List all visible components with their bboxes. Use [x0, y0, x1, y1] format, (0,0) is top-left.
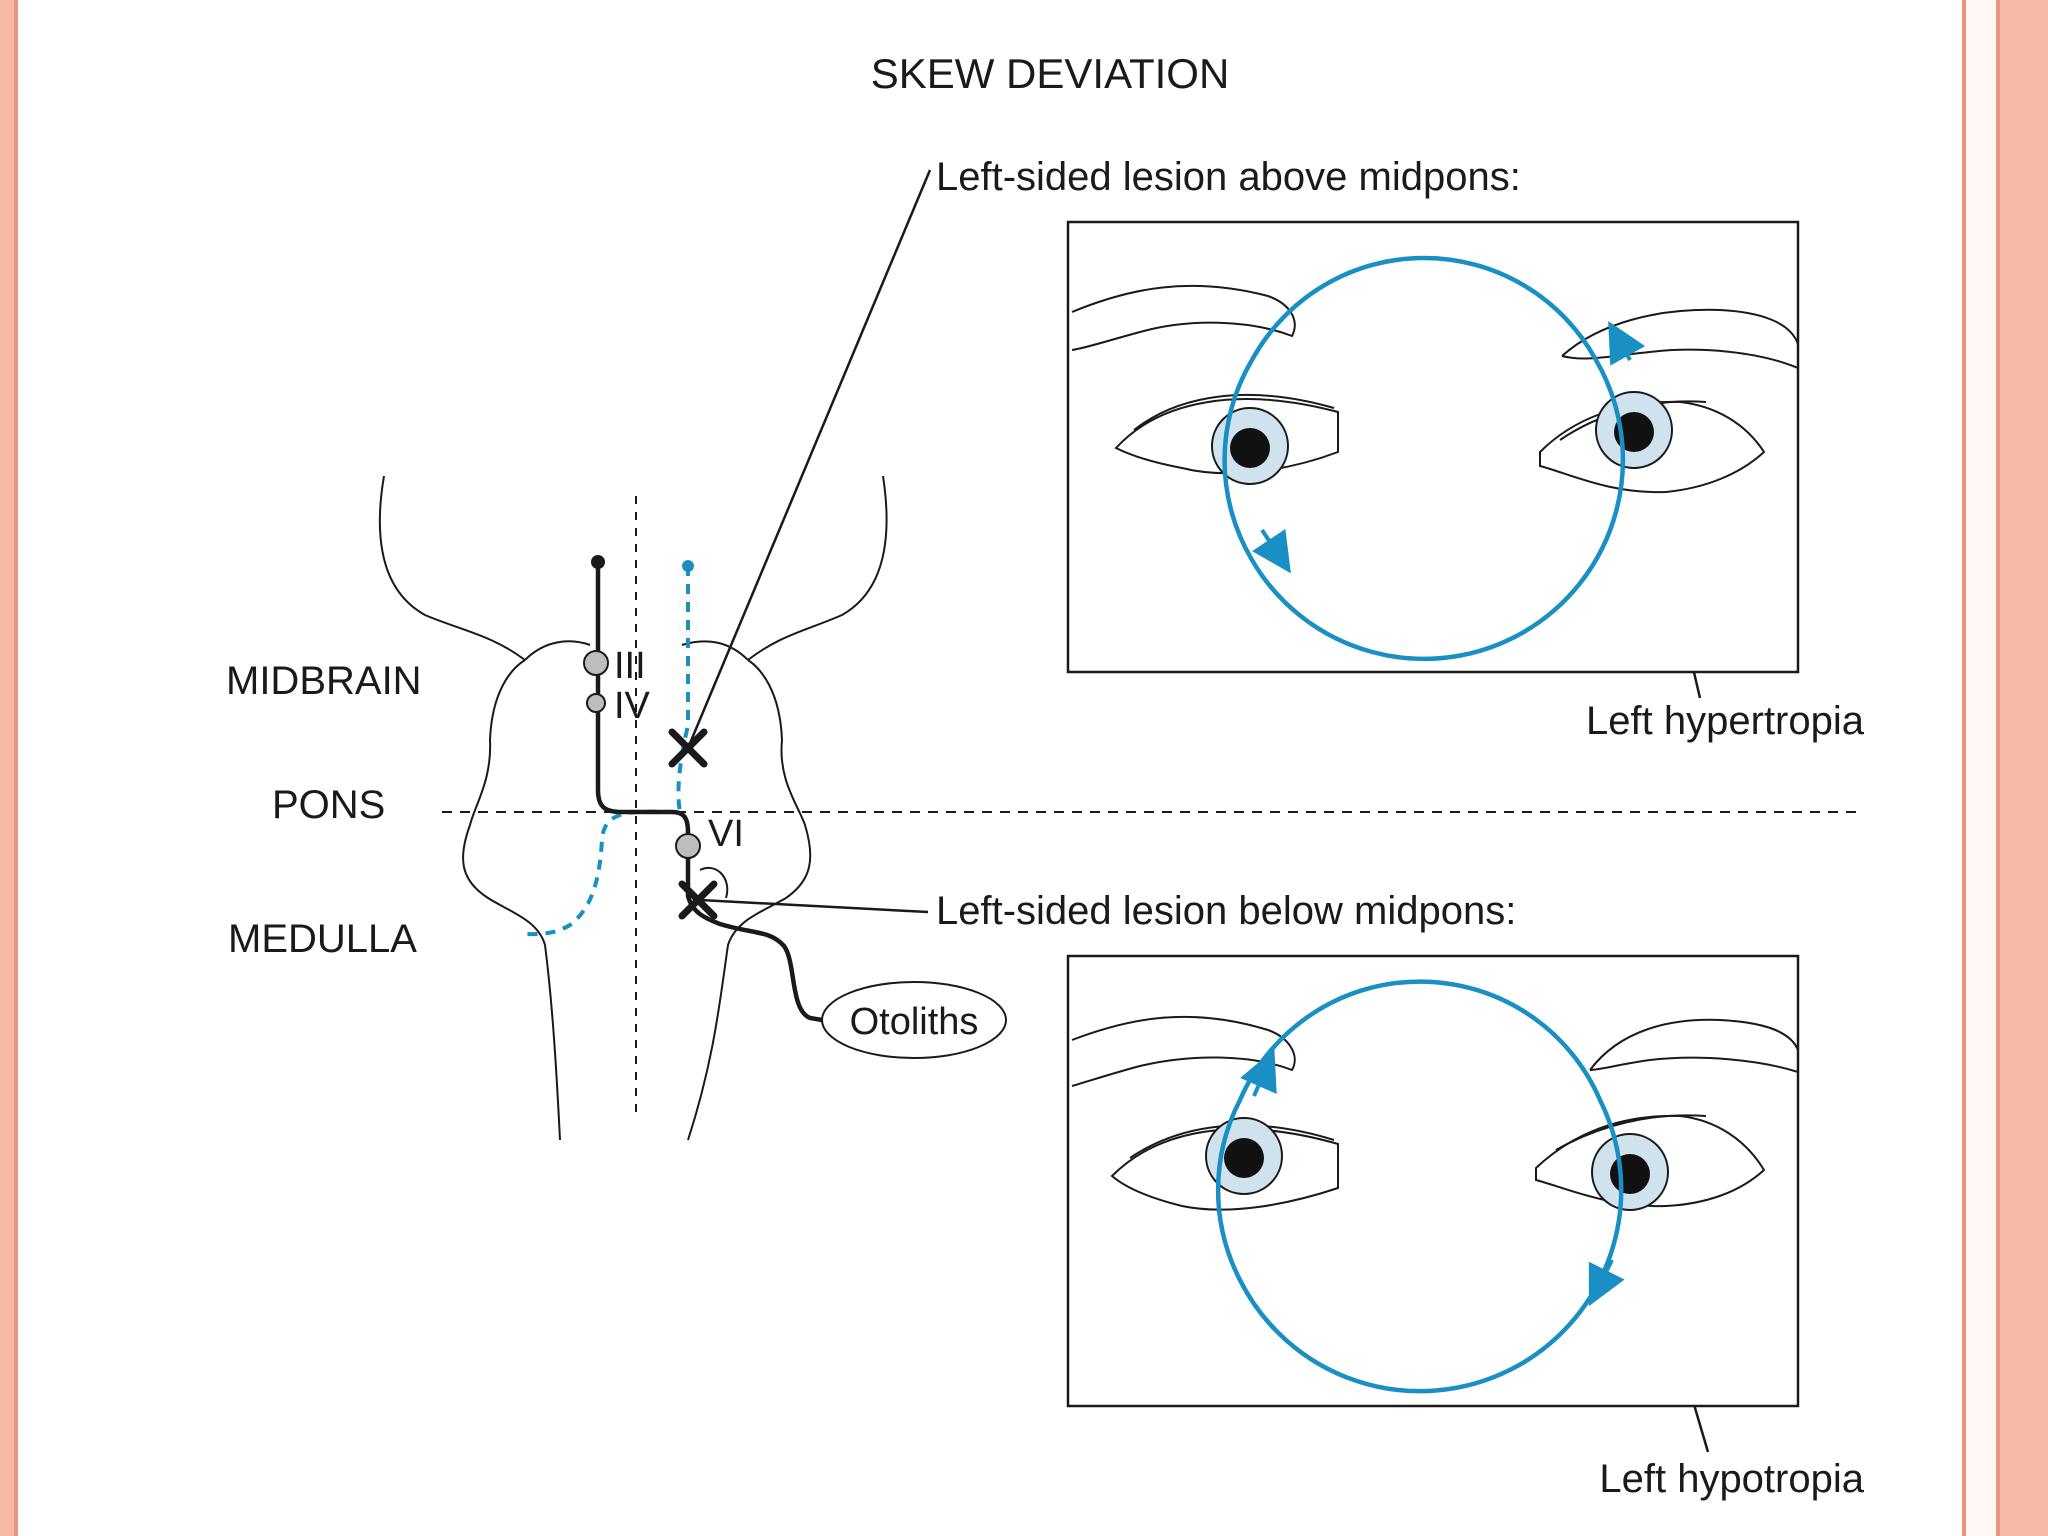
otoliths-label: Otoliths	[850, 1001, 979, 1043]
lesion-below-x-icon	[678, 880, 718, 920]
nerve-iii-label: III	[614, 645, 646, 687]
slide-frame-right-line	[1962, 0, 1966, 1536]
contralateral-pathway-origin	[682, 560, 694, 572]
brainstem-contour-right	[687, 659, 812, 1141]
nucleus-iii-icon	[583, 650, 609, 676]
midbrain-label: MIDBRAIN	[226, 659, 422, 703]
diagram-title: SKEW DEVIATION	[871, 50, 1230, 97]
nerve-vi-label: VI	[708, 813, 744, 855]
hypertropia-label: Left hypertropia	[1586, 699, 1865, 743]
upper-left-eye	[1539, 391, 1766, 494]
lower-left-eye-brow	[1589, 1018, 1799, 1074]
lower-right-eye-pupil	[1224, 1138, 1264, 1178]
lower-arrow-up-icon	[1240, 1049, 1277, 1097]
otoliths-ellipse	[821, 981, 1007, 1059]
slide-frame-right-outer	[2000, 0, 2048, 1536]
medulla-label: MEDULLA	[228, 917, 417, 961]
upper-arrow-down-icon	[1252, 528, 1291, 574]
upper-right-eye-pupil	[1230, 428, 1270, 468]
ipsilateral-pathway-origin	[591, 555, 605, 569]
pons-bulge-right	[699, 867, 729, 899]
contralateral-pathway-dashed	[519, 566, 690, 937]
nucleus-iv-icon	[586, 693, 606, 713]
upper-rotation-circle	[1222, 255, 1626, 662]
lower-right-eye-brow	[1071, 1015, 1296, 1087]
upper-right-eye-brow	[1071, 284, 1296, 351]
callout-above-label: Left-sided lesion above midpons:	[936, 155, 1521, 199]
nerve-iv-label: IV	[614, 685, 651, 727]
nucleus-vi-icon	[675, 833, 701, 859]
callout-above-leader	[686, 169, 932, 749]
cerebral-peduncle-right	[747, 475, 888, 661]
lower-left-eye-pupil	[1610, 1154, 1650, 1194]
brainstem-contour-left	[462, 659, 561, 1141]
callout-below-label: Left-sided lesion below midpons:	[936, 889, 1516, 933]
slide-frame-right-line-2	[1996, 0, 2000, 1536]
pons-label: PONS	[272, 783, 385, 827]
slide-frame-left-line	[14, 0, 18, 1536]
hypotropia-label: Left hypotropia	[1599, 1457, 1864, 1501]
slide-frame-right-band	[1966, 0, 1996, 1536]
midbrain-top-right	[681, 640, 749, 661]
ipsilateral-pathway	[595, 562, 823, 1023]
brainstem-outline	[378, 475, 888, 1141]
midbrain-top	[524, 640, 591, 661]
slide-frame-left-outer	[0, 0, 14, 1536]
cerebral-peduncle-left	[378, 475, 526, 661]
lower-eye-panel	[1066, 954, 1800, 1408]
upper-eye-panel	[1066, 220, 1800, 674]
callout-below-leader	[699, 898, 929, 914]
lower-arrow-down-icon	[1588, 1259, 1625, 1307]
upper-arrow-up-icon	[1608, 321, 1646, 366]
